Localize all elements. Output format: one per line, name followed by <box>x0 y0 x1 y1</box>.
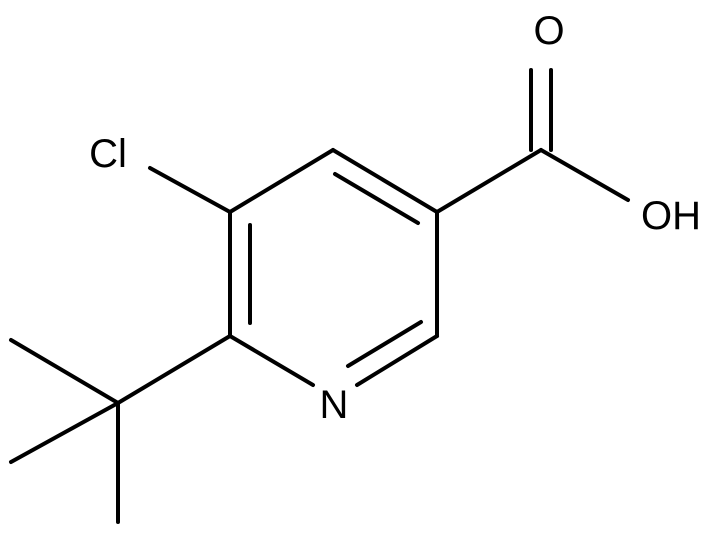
carboxylic-acid-group <box>435 68 630 214</box>
bond-c3-ccooh <box>435 148 543 214</box>
bond-c2-n1 <box>355 334 439 387</box>
bond-c4-c3 <box>331 148 439 214</box>
atom-label-chlorine: Cl <box>89 132 127 176</box>
bond-c2-n1-inner <box>346 320 423 368</box>
bond-c-oh <box>539 148 630 202</box>
bond-cquat-me2 <box>9 401 120 464</box>
tert-butyl-group <box>9 334 232 524</box>
bond-c6-n1 <box>228 334 315 387</box>
bond-c4-c5 <box>228 148 335 214</box>
bond-c4-c3-inner <box>333 172 420 225</box>
bond-c6-cquat <box>116 334 232 405</box>
bond-cquat-me1 <box>9 338 120 405</box>
atom-label-hydroxyl: OH <box>641 194 701 238</box>
pyridine-ring <box>228 148 439 387</box>
atom-label-carbonyl-oxygen: O <box>533 9 564 53</box>
atom-label-nitrogen: N <box>320 383 349 427</box>
bond-c5-cl <box>148 166 232 214</box>
